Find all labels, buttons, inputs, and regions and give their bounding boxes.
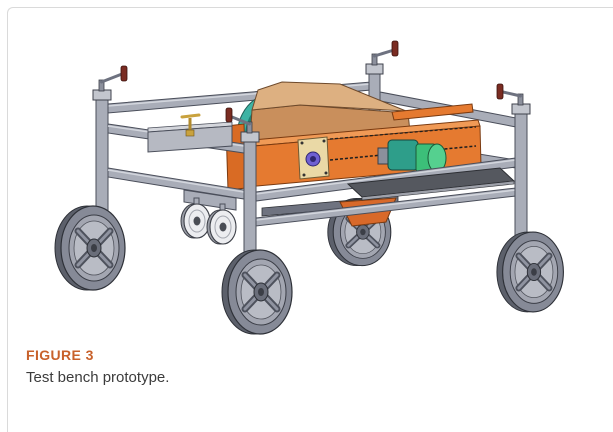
- lift-crank-rear: [371, 40, 399, 66]
- wheel-right: [497, 232, 564, 312]
- drive-motor: [377, 139, 447, 173]
- figure-card: [7, 7, 613, 432]
- figure-label: FIGURE 3: [26, 347, 94, 363]
- test-bench-illustration: [0, 40, 613, 340]
- lift-crank-front: [225, 107, 253, 134]
- wheel-front: [222, 250, 292, 334]
- caster-wheel-right: [206, 209, 237, 245]
- caster-wheel-left: [180, 203, 211, 239]
- lift-crank-left: [98, 65, 128, 92]
- machine-top-strip: [391, 103, 474, 121]
- frame-post-right: [511, 103, 531, 241]
- bearing-plate: [297, 136, 330, 180]
- lift-crank-right: [496, 83, 524, 106]
- frame-rail-left-lower: [107, 167, 245, 200]
- figure-caption: Test bench prototype.: [26, 369, 170, 386]
- wheel-left: [55, 206, 125, 290]
- frame-post-front: [240, 131, 260, 271]
- press-crank: [180, 113, 201, 137]
- feed-tray: [346, 167, 516, 201]
